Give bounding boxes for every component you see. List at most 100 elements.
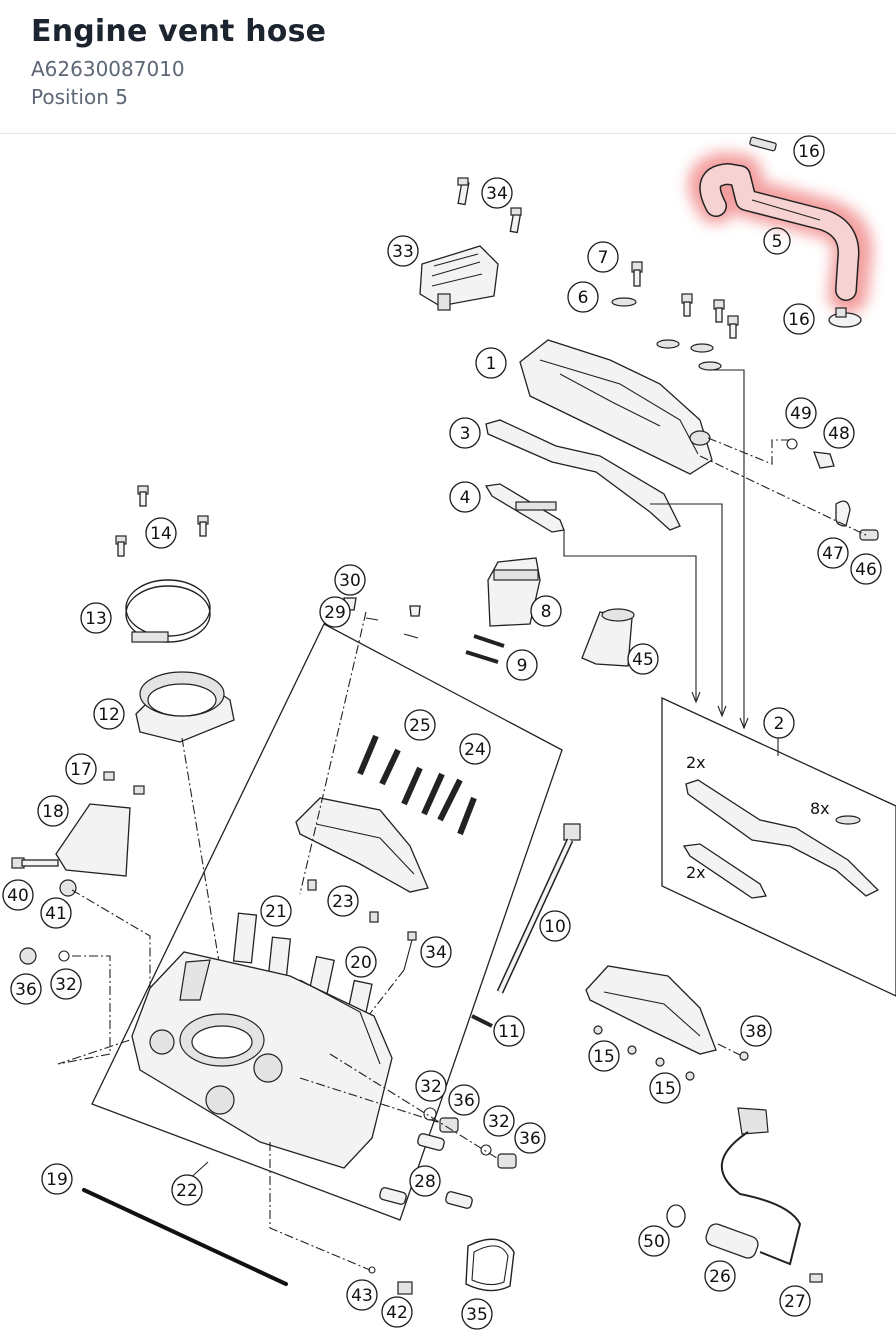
callout-16[interactable]: 16 — [793, 135, 825, 167]
callout-number: 35 — [466, 1305, 488, 1325]
part-small-bolt — [368, 1266, 413, 1295]
callout-6[interactable]: 6 — [567, 281, 599, 313]
part-screws-top — [457, 177, 522, 234]
callout-38[interactable]: 38 — [740, 1015, 772, 1047]
page-title: Engine vent hose — [31, 14, 327, 49]
callout-number: 45 — [632, 650, 654, 670]
callout-34[interactable]: 34 — [420, 936, 452, 968]
callout-circle — [785, 397, 817, 429]
callout-26[interactable]: 26 — [704, 1260, 736, 1292]
callout-number: 21 — [265, 902, 287, 922]
callout-15[interactable]: 15 — [649, 1072, 681, 1104]
callout-circle — [327, 885, 359, 917]
callout-20[interactable]: 20 — [345, 946, 377, 978]
callout-45[interactable]: 45 — [627, 643, 659, 675]
part-dowel-sleeves — [379, 1133, 473, 1209]
callout-circle — [449, 417, 481, 449]
callout-27[interactable]: 27 — [779, 1285, 811, 1317]
callout-circle — [483, 1105, 515, 1137]
callout-5[interactable]: 5 — [763, 227, 791, 255]
callout-number: 6 — [578, 288, 589, 308]
callout-number: 38 — [745, 1022, 767, 1042]
callout-18[interactable]: 18 — [37, 795, 69, 827]
callout-number: 14 — [150, 524, 172, 544]
callout-30[interactable]: 30 — [334, 564, 366, 596]
callout-circle — [514, 1122, 546, 1154]
callout-14[interactable]: 14 — [145, 517, 177, 549]
callout-19[interactable]: 19 — [41, 1163, 73, 1195]
callout-number: 12 — [98, 705, 120, 725]
callout-33[interactable]: 33 — [387, 235, 419, 267]
callout-41[interactable]: 41 — [40, 897, 72, 929]
part-oil-filter — [581, 608, 635, 667]
frame-cylinder-head — [91, 623, 563, 1221]
callout-circle — [40, 897, 72, 929]
part-actuator — [419, 245, 499, 311]
callout-circle — [449, 481, 481, 513]
callout-25[interactable]: 25 — [404, 709, 436, 741]
callout-10[interactable]: 10 — [539, 910, 571, 942]
callout-4[interactable]: 4 — [449, 481, 481, 513]
part-guide-rail — [82, 1188, 288, 1286]
callout-13[interactable]: 13 — [80, 602, 112, 634]
callout-circle — [420, 936, 452, 968]
callout-number: 16 — [798, 142, 820, 162]
callout-circle — [459, 733, 491, 765]
part-long-stud — [496, 823, 581, 994]
callout-21[interactable]: 21 — [260, 895, 292, 927]
part-vent-hose[interactable] — [699, 163, 860, 301]
part-pin — [471, 1014, 493, 1028]
callout-49[interactable]: 49 — [785, 397, 817, 429]
callout-24[interactable]: 24 — [459, 733, 491, 765]
callout-35[interactable]: 35 — [461, 1298, 493, 1330]
callout-11[interactable]: 11 — [493, 1015, 525, 1047]
callout-number: 40 — [7, 886, 29, 906]
callout-2[interactable]: 2 — [763, 707, 795, 739]
part-plugs-right — [299, 1053, 517, 1169]
callout-circle — [461, 1298, 493, 1330]
part-cylinder-head — [131, 951, 393, 1169]
callout-29[interactable]: 29 — [319, 596, 351, 628]
callout-circle — [763, 707, 795, 739]
callout-3[interactable]: 3 — [449, 417, 481, 449]
callout-23[interactable]: 23 — [327, 885, 359, 917]
callout-34[interactable]: 34 — [481, 177, 513, 209]
callout-17[interactable]: 17 — [65, 753, 97, 785]
callout-32[interactable]: 32 — [483, 1105, 515, 1137]
callout-22[interactable]: 22 — [171, 1174, 203, 1206]
callout-circle — [145, 517, 177, 549]
callout-32[interactable]: 32 — [415, 1070, 447, 1102]
callout-number: 19 — [46, 1170, 68, 1190]
callout-50[interactable]: 50 — [638, 1225, 670, 1257]
callout-number: 32 — [55, 975, 77, 995]
callout-15[interactable]: 15 — [588, 1040, 620, 1072]
callout-16[interactable]: 16 — [783, 303, 815, 335]
callout-36[interactable]: 36 — [448, 1084, 480, 1116]
callout-32[interactable]: 32 — [50, 968, 82, 1000]
part-cover-gasket — [485, 419, 681, 531]
callout-7[interactable]: 7 — [587, 241, 619, 273]
part-sensor-fittings — [786, 438, 879, 541]
callout-number: 3 — [460, 424, 471, 444]
callout-47[interactable]: 47 — [817, 537, 849, 569]
callout-42[interactable]: 42 — [381, 1296, 413, 1328]
callout-8[interactable]: 8 — [530, 595, 562, 627]
callout-circle — [448, 1084, 480, 1116]
callout-43[interactable]: 43 — [346, 1279, 378, 1311]
callout-12[interactable]: 12 — [93, 698, 125, 730]
callout-36[interactable]: 36 — [514, 1122, 546, 1154]
part-banjo-bolt — [11, 857, 77, 897]
callout-circle — [817, 537, 849, 569]
callout-48[interactable]: 48 — [823, 417, 855, 449]
callout-number: 29 — [324, 603, 346, 623]
callout-40[interactable]: 40 — [2, 879, 34, 911]
callout-number: 4 — [460, 488, 471, 508]
callout-9[interactable]: 9 — [506, 649, 538, 681]
callout-46[interactable]: 46 — [850, 553, 882, 585]
callout-number: 33 — [392, 242, 414, 262]
callout-28[interactable]: 28 — [409, 1165, 441, 1197]
callout-1[interactable]: 1 — [475, 347, 507, 379]
callout-circle — [783, 303, 815, 335]
callout-36[interactable]: 36 — [10, 973, 42, 1005]
callout-number: 43 — [351, 1286, 373, 1306]
